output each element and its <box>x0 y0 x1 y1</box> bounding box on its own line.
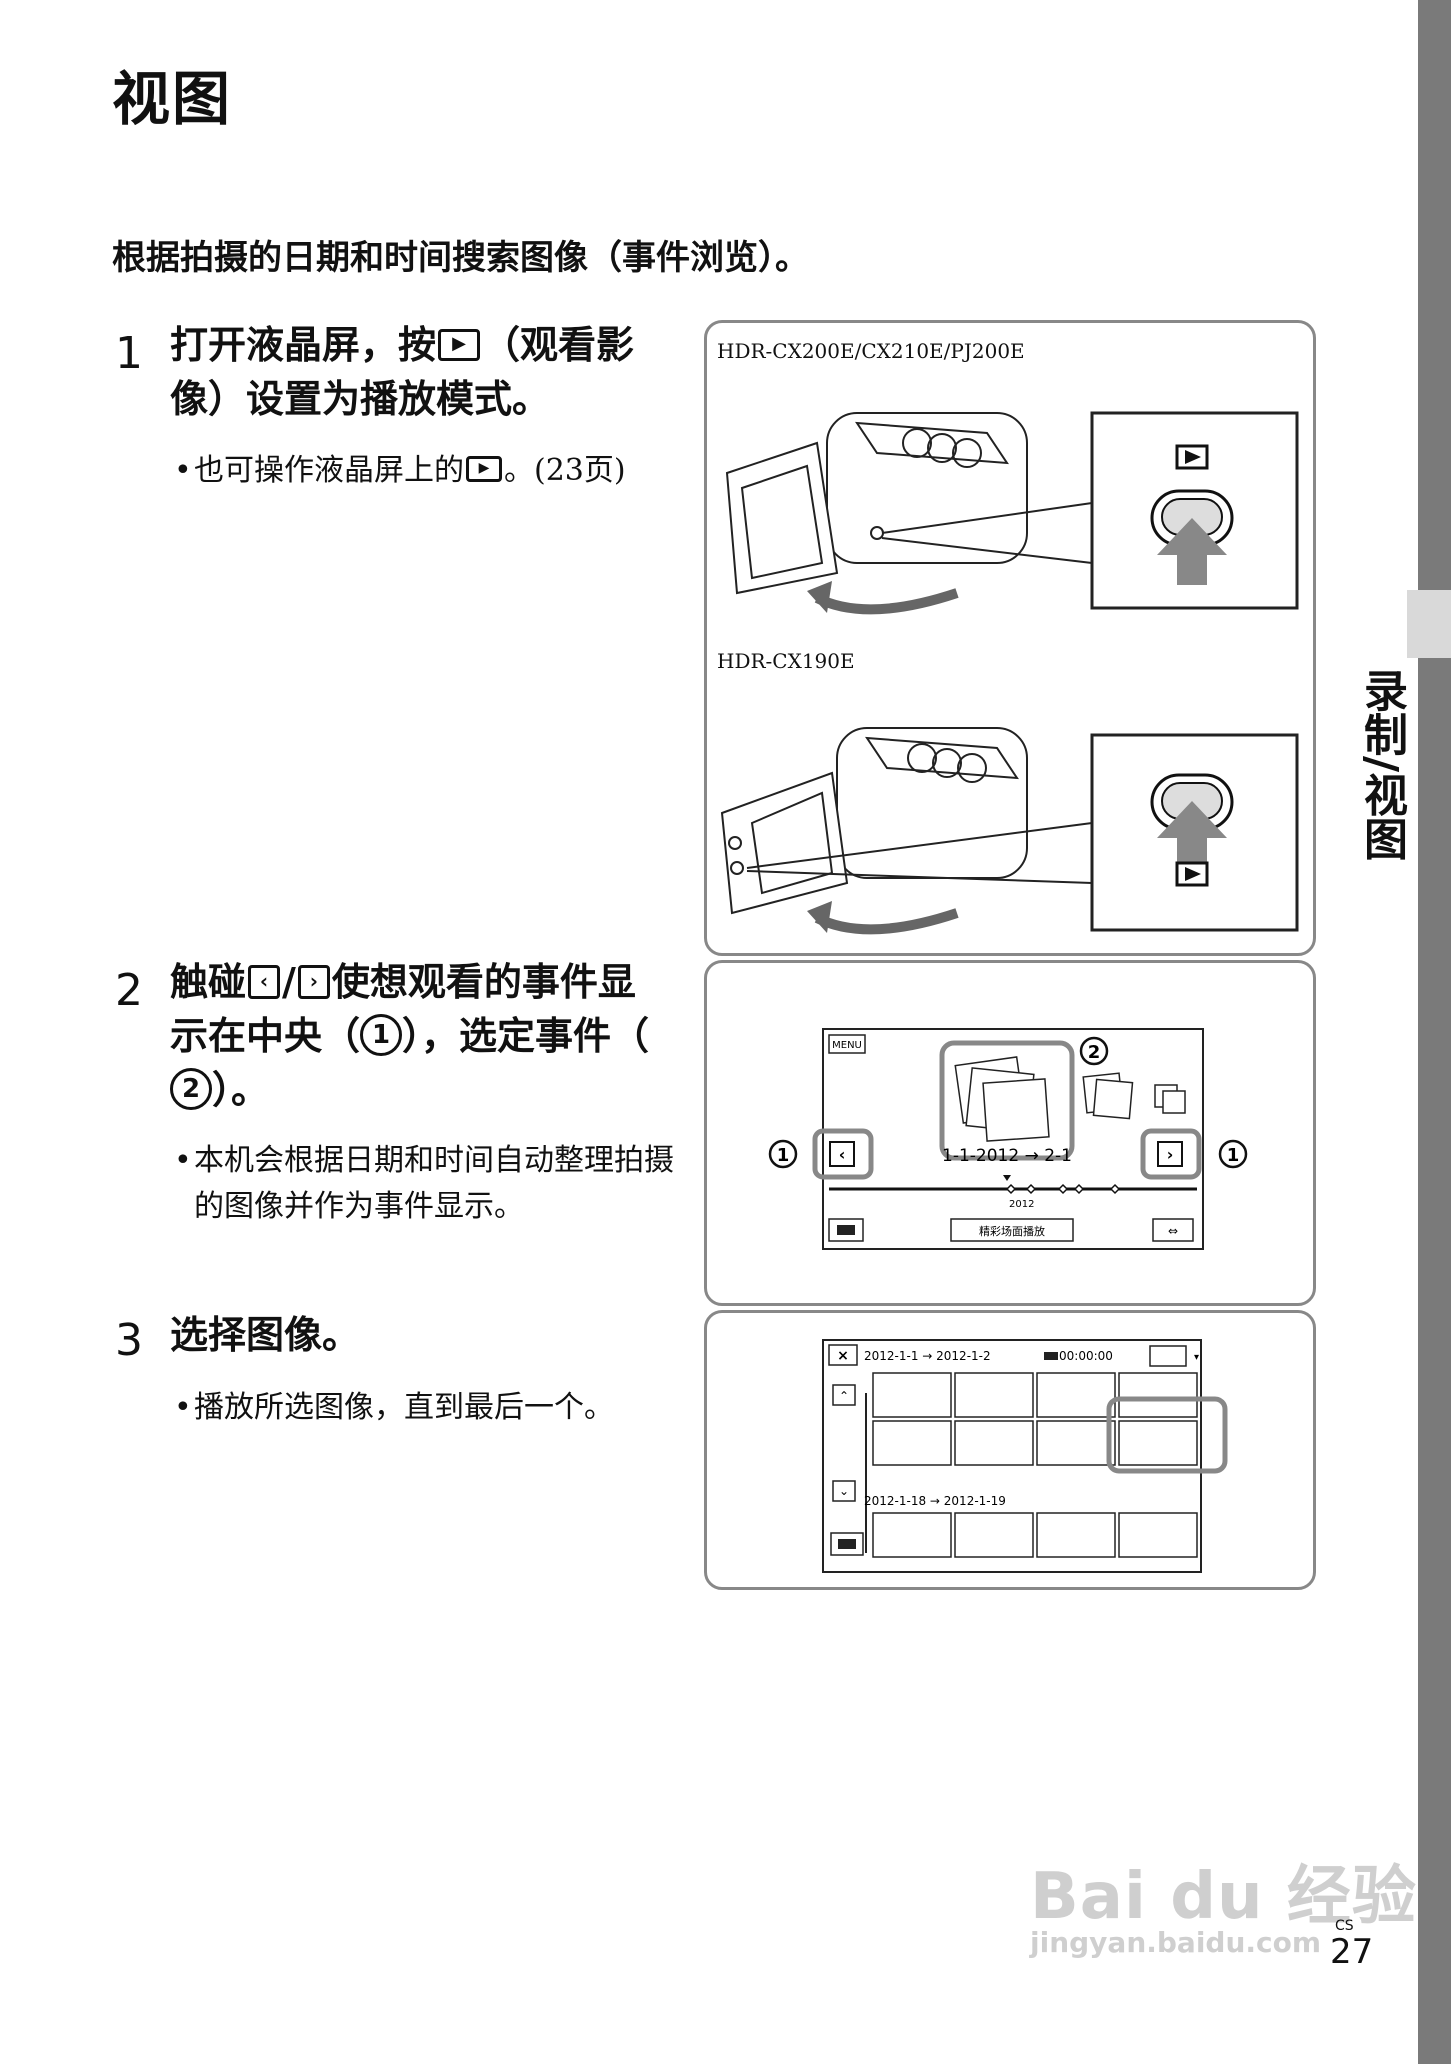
view-mode-button <box>1149 1345 1187 1367</box>
step-2-text-a: 触碰 <box>170 960 247 1004</box>
highlight-playback-label: 精彩场面播放 <box>979 1224 1045 1238</box>
open-arrow-bottom-icon <box>814 908 959 935</box>
watermark-url: jingyan.baidu.com <box>1030 1926 1322 1959</box>
step-2-text-c: 使想观看的事件显示在中央（ <box>170 960 636 1058</box>
next-arrow-icon: › <box>297 964 330 999</box>
svg-text:‹: ‹ <box>839 1145 846 1164</box>
page-title: 视图 <box>112 65 233 133</box>
svg-text:⇔: ⇔ <box>1168 1224 1178 1238</box>
step-2-text-b: / <box>282 960 296 1004</box>
step-2-text-d: ），选定事件（ <box>402 1014 650 1058</box>
callout-1-icon: 1 <box>360 1013 403 1056</box>
group-1-date: 2012-1-1 → 2012-1-2 <box>864 1349 991 1363</box>
page-number: 27 <box>1330 1932 1374 1972</box>
page-lang: CS <box>1335 1918 1354 1934</box>
step-2-number: 2 <box>115 965 143 1016</box>
selected-event-frame <box>939 1040 1075 1161</box>
thumbnail-index-screen: × 2012-1-1 → 2012-1-2 00:00:00 ▾ ⌃ ⌄ 201… <box>822 1339 1228 1573</box>
step-3-text: 选择图像。 <box>170 1313 361 1357</box>
intro-text: 根据拍摄的日期和时间搜索图像（事件浏览）。 <box>112 238 809 278</box>
group-2-date: 2012-1-18 → 2012-1-19 <box>864 1494 1006 1508</box>
figure-1-panel: HDR-CX200E/CX210E/PJ200E HDR-CX190E <box>704 320 1316 956</box>
step-1-number: 1 <box>115 328 143 379</box>
callout-2-label: 2 <box>1088 1042 1101 1063</box>
close-label: × <box>837 1348 849 1364</box>
play-button-icon: ▶ <box>438 328 481 361</box>
timeline-year: 2012 <box>1009 1199 1034 1210</box>
next-event-button <box>1157 1141 1183 1167</box>
side-bar <box>1418 0 1451 2064</box>
step-3-number: 3 <box>115 1315 143 1366</box>
step-1-text-b: （观看影像）设置为播放模式。 <box>170 323 635 421</box>
model-label-bottom: HDR-CX190E <box>717 649 855 673</box>
figure-2-panel: MENU 2 ‹ › 1 1 1-1-2012 → 2-1 2012 <box>704 960 1316 1306</box>
scroll-up-button <box>832 1384 856 1406</box>
model-label-top: HDR-CX200E/CX210E/PJ200E <box>717 339 1025 363</box>
step-1-text: 打开液晶屏，按▶（观看影像）设置为播放模式。 <box>170 318 680 426</box>
callout-1-left-label: 1 <box>777 1145 790 1166</box>
prev-arrow-icon: ‹ <box>248 964 281 999</box>
svg-text:▾: ▾ <box>1194 1352 1199 1363</box>
step-3-bullet: 播放所选图像，直到最后一个。 <box>174 1385 694 1431</box>
selected-thumbnail-frame <box>1106 1396 1228 1474</box>
highlight-playback-button <box>950 1218 1074 1242</box>
callout-1-right-label: 1 <box>1227 1145 1240 1166</box>
step-1-bullet: 也可操作液晶屏上的▶。(23页) <box>174 448 694 494</box>
callout-2-icon: 2 <box>170 1067 212 1110</box>
camera-illustrations <box>720 411 1299 935</box>
callout-2-marker <box>1079 1036 1109 1066</box>
section-label: 录制/视图 <box>1356 668 1407 861</box>
svg-text:›: › <box>1167 1145 1174 1164</box>
thumbnail-grid-1 <box>872 1372 1198 1466</box>
camera-top-icon <box>725 412 1028 595</box>
svg-text:⌄: ⌄ <box>839 1484 849 1498</box>
close-button <box>828 1344 858 1366</box>
figure-3-panel: × 2012-1-1 → 2012-1-2 00:00:00 ▾ ⌃ ⌄ 201… <box>704 1310 1316 1590</box>
step-2-text-e: ）。 <box>212 1068 270 1112</box>
menu-label: MENU <box>832 1040 862 1051</box>
svg-text:⌃: ⌃ <box>839 1389 849 1403</box>
group-1-time: 00:00:00 <box>1059 1349 1113 1363</box>
camera-bottom-icon <box>720 727 1028 915</box>
thumbnail-grid-2 <box>872 1512 1198 1558</box>
play-screen-icon: ▶ <box>466 456 502 482</box>
event-view-screen: MENU 2 ‹ › 1 1 1-1-2012 → 2-1 2012 <box>768 1028 1248 1250</box>
open-arrow-top-icon <box>814 588 959 615</box>
event-date-range: 1-1-2012 → 2-1 <box>942 1146 1072 1166</box>
step-1-bullet-a: 也可操作液晶屏上的 <box>194 453 464 488</box>
step-2-text: 触碰‹/›使想观看的事件显示在中央（1），选定事件（ 2）。 <box>170 955 670 1117</box>
menu-button <box>828 1034 866 1054</box>
step-1-bullet-b: 。(23页) <box>504 453 626 488</box>
side-tab <box>1407 590 1451 658</box>
step-2-bullet: 本机会根据日期和时间自动整理拍摄的图像并作为事件显示。 <box>174 1138 684 1230</box>
step-1-text-a: 打开液晶屏，按 <box>170 323 437 367</box>
scroll-down-button <box>832 1480 856 1502</box>
watermark-brand: Bai du 经验 <box>1030 1860 1417 1934</box>
scale-toggle-button <box>1152 1218 1194 1242</box>
prev-event-button <box>829 1141 855 1167</box>
